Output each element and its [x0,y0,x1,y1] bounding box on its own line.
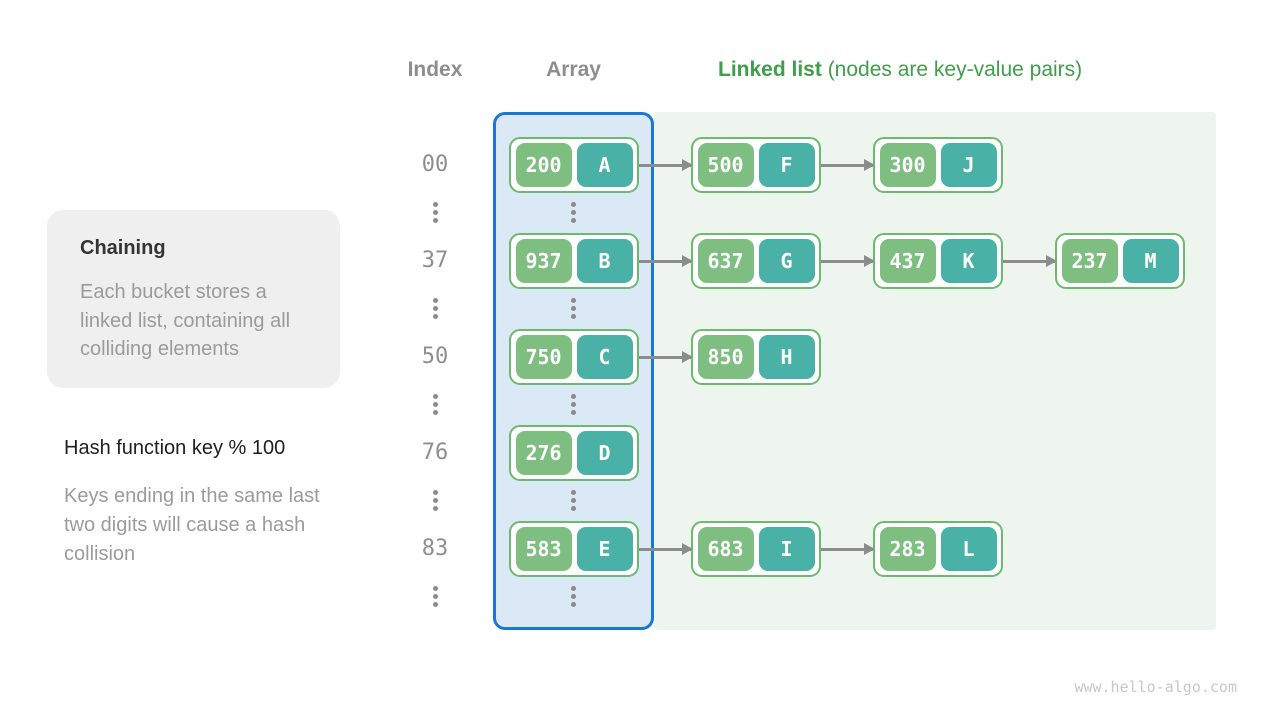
array-column-header: Array [546,58,601,81]
bucket-row: 276 D [509,425,639,481]
kv-node: 300 J [873,137,1003,193]
bucket-row: 583 E 683 I 283 L [509,521,1003,577]
linked-list-column-header: Linked list (nodes are key-value pairs) [718,57,1082,83]
ellipsis-icon [433,586,438,607]
node-key: 937 [515,239,572,283]
node-value: C [576,335,633,379]
node-key: 850 [697,335,754,379]
ellipsis-icon [433,490,438,511]
node-value: F [758,143,815,187]
node-value: H [758,335,815,379]
node-key: 300 [879,143,936,187]
kv-node: 637 G [691,233,821,289]
arrow-right-icon [639,259,691,263]
node-key: 637 [697,239,754,283]
node-key: 237 [1061,239,1118,283]
kv-node: 683 I [691,521,821,577]
bucket-row: 750 C 850 H [509,329,821,385]
arrow-right-icon [639,355,691,359]
node-value: I [758,527,815,571]
index-label: 37 [421,248,449,273]
index-column-header: Index [407,58,463,81]
ellipsis-icon [571,394,576,415]
node-key: 276 [515,431,572,475]
linked-list-header-bold: Linked list [718,58,822,81]
index-label: 50 [421,344,449,369]
node-key: 283 [879,527,936,571]
kv-node: 283 L [873,521,1003,577]
arrow-right-icon [821,259,873,263]
kv-node: 437 K [873,233,1003,289]
node-value: B [576,239,633,283]
chaining-card-title: Chaining [80,237,166,259]
node-value: M [1122,239,1179,283]
linked-list-header-note: (nodes are key-value pairs) [821,58,1083,81]
index-label: 76 [421,440,449,465]
kv-node: 583 E [509,521,639,577]
node-value: G [758,239,815,283]
kv-node: 850 H [691,329,821,385]
node-value: K [940,239,997,283]
kv-node: 276 D [509,425,639,481]
ellipsis-icon [571,490,576,511]
node-key: 200 [515,143,572,187]
bucket-row: 937 B 637 G 437 K 237 M [509,233,1185,289]
bucket-row: 200 A 500 F 300 J [509,137,1003,193]
kv-node: 200 A [509,137,639,193]
chaining-card: Chaining Each bucket stores a linked lis… [47,210,340,388]
arrow-right-icon [1003,259,1055,263]
hash-collision-note: Keys ending in the same last two digits … [64,485,320,565]
ellipsis-icon [433,202,438,223]
arrow-right-icon [821,163,873,167]
chaining-card-body: Each bucket stores a linked list, contai… [80,281,291,360]
node-key: 500 [697,143,754,187]
ellipsis-icon [571,202,576,223]
node-value: A [576,143,633,187]
index-label: 00 [421,152,449,177]
arrow-right-icon [639,163,691,167]
ellipsis-icon [433,394,438,415]
kv-node: 237 M [1055,233,1185,289]
node-value: L [940,527,997,571]
hash-function-label: Hash function key % 100 [64,437,286,459]
arrow-right-icon [639,547,691,551]
node-key: 750 [515,335,572,379]
node-key: 437 [879,239,936,283]
node-value: D [576,431,633,475]
node-key: 583 [515,527,572,571]
node-value: E [576,527,633,571]
arrow-right-icon [821,547,873,551]
kv-node: 500 F [691,137,821,193]
kv-node: 937 B [509,233,639,289]
index-label: 83 [421,536,449,561]
ellipsis-icon [571,586,576,607]
node-value: J [940,143,997,187]
node-key: 683 [697,527,754,571]
kv-node: 750 C [509,329,639,385]
ellipsis-icon [433,298,438,319]
ellipsis-icon [571,298,576,319]
watermark: www.hello-algo.com [1074,678,1237,696]
